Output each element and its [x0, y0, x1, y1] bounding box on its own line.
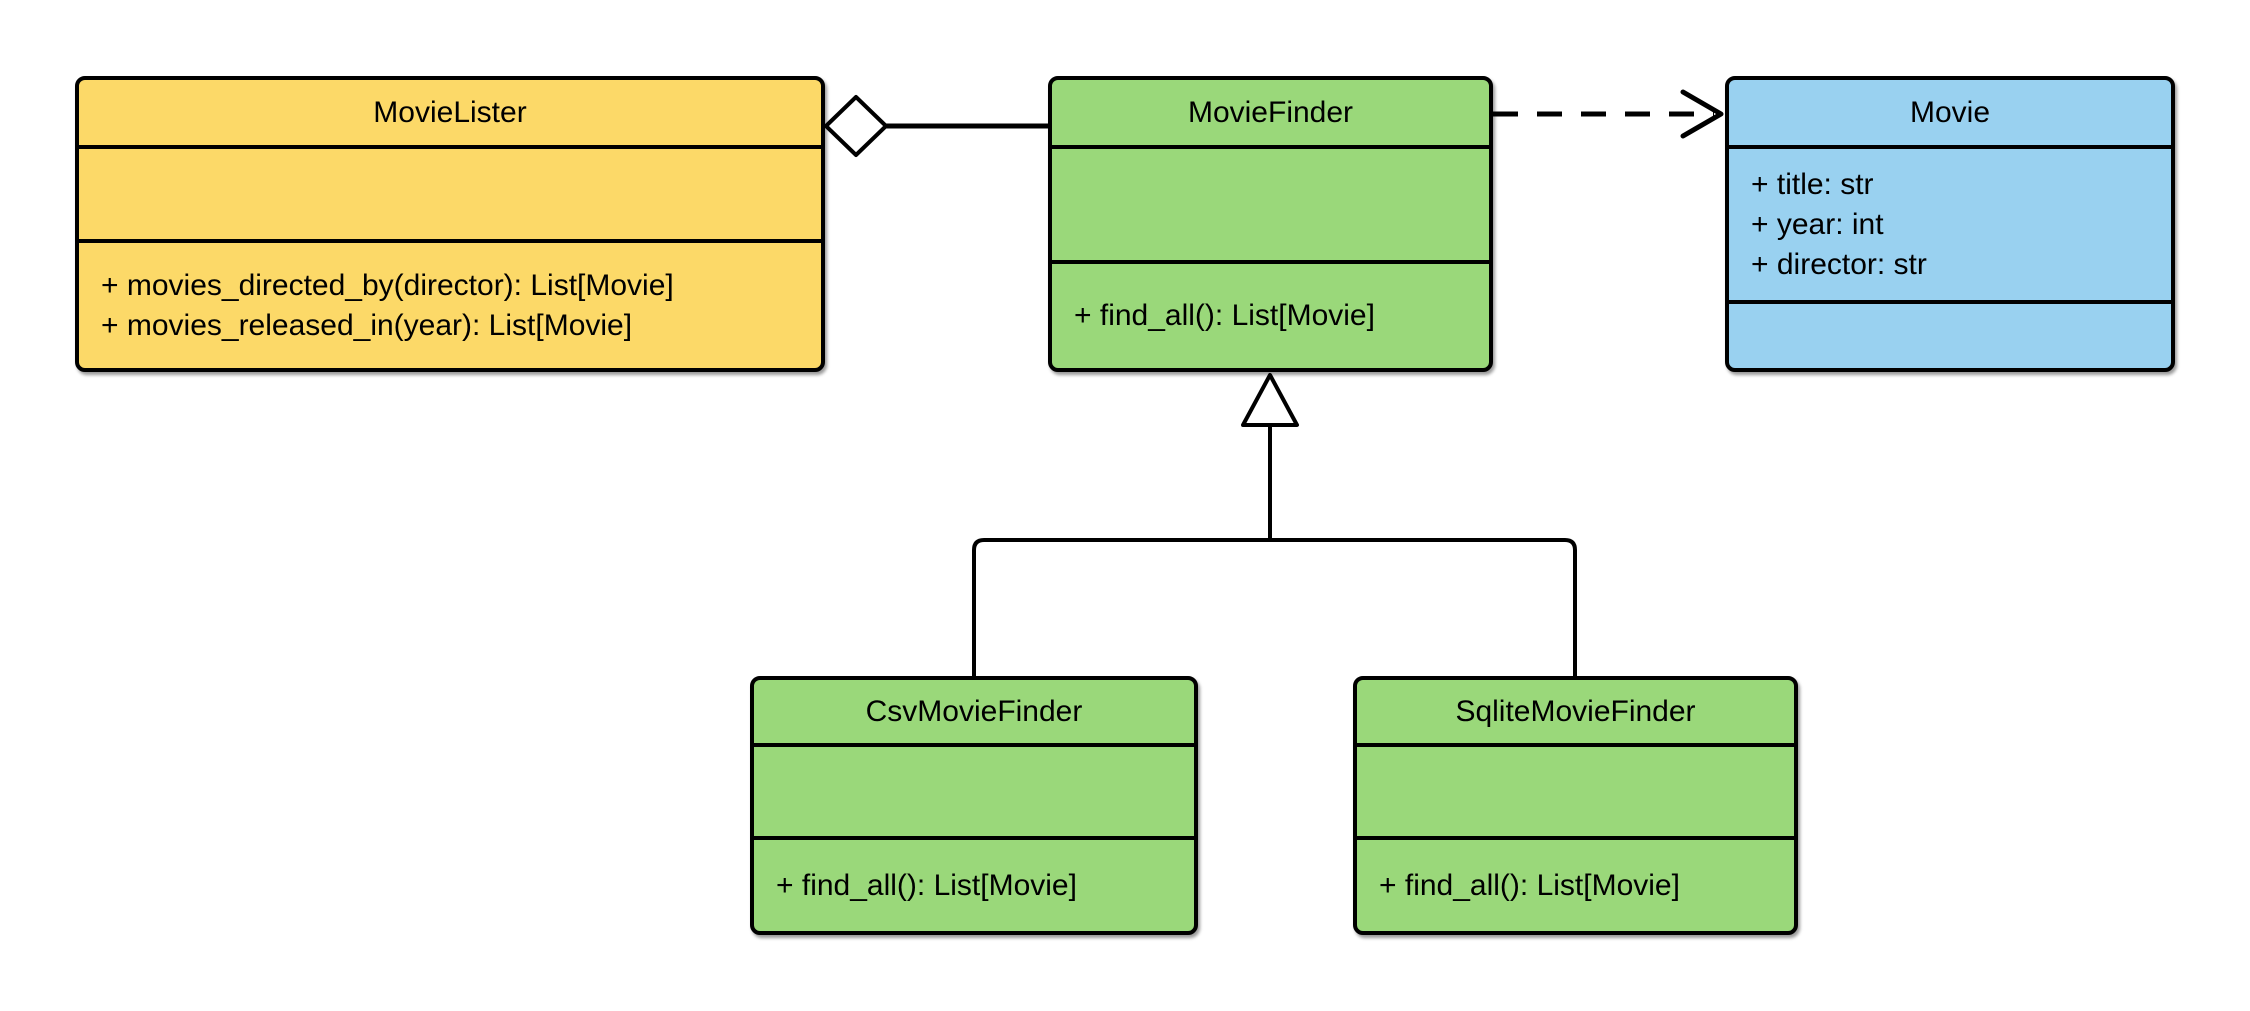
class-box-moviefinder[interactable]: MovieFinder + find_all(): List[Movie]: [1048, 76, 1493, 372]
generalization-branch-left: [972, 538, 1272, 682]
methods-compartment: + find_all(): List[Movie]: [1357, 836, 1794, 931]
attributes-compartment: [754, 743, 1194, 836]
methods-compartment: + find_all(): List[Movie]: [754, 836, 1194, 931]
methods-compartment: [1729, 300, 2171, 368]
method-item: + movies_directed_by(director): List[Mov…: [101, 268, 674, 302]
class-title: CsvMovieFinder: [865, 695, 1083, 728]
generalization-triangle-icon: [1241, 373, 1299, 427]
attributes-compartment: + title: str + year: int + director: str: [1729, 145, 2171, 300]
class-box-csvmoviefinder[interactable]: CsvMovieFinder + find_all(): List[Movie]: [750, 676, 1198, 935]
method-item: + find_all(): List[Movie]: [1379, 868, 1680, 902]
attribute-item: + year: int: [1751, 207, 1884, 241]
method-item: + movies_released_in(year): List[Movie]: [101, 308, 633, 342]
method-item: + find_all(): List[Movie]: [776, 868, 1077, 902]
class-title: MovieLister: [373, 96, 527, 129]
method-item: + find_all(): List[Movie]: [1074, 299, 1375, 332]
generalization-branch-right: [1268, 538, 1577, 682]
attributes-compartment: [1052, 145, 1489, 260]
aggregation-diamond-icon: [824, 95, 888, 157]
generalization-connector: [972, 373, 1577, 682]
class-title: SqliteMovieFinder: [1455, 695, 1696, 728]
class-title: MovieFinder: [1187, 96, 1354, 129]
aggregation-connector: [824, 95, 1048, 157]
dependency-arrowhead-icon: [1680, 89, 1724, 139]
attributes-compartment: [79, 145, 821, 239]
methods-compartment: + find_all(): List[Movie]: [1052, 260, 1489, 368]
attribute-item: + title: str: [1751, 167, 1874, 201]
dependency-connector: [1493, 89, 1724, 139]
attributes-compartment: [1357, 743, 1794, 836]
attribute-item: + director: str: [1751, 247, 1927, 281]
class-box-movielister[interactable]: MovieLister + movies_directed_by(directo…: [75, 76, 825, 372]
class-box-movie[interactable]: Movie + title: str + year: int + directo…: [1725, 76, 2175, 372]
methods-compartment: + movies_directed_by(director): List[Mov…: [79, 239, 821, 368]
class-title: Movie: [1909, 96, 1991, 129]
class-box-sqlitemoviefinder[interactable]: SqliteMovieFinder + find_all(): List[Mov…: [1353, 676, 1798, 935]
